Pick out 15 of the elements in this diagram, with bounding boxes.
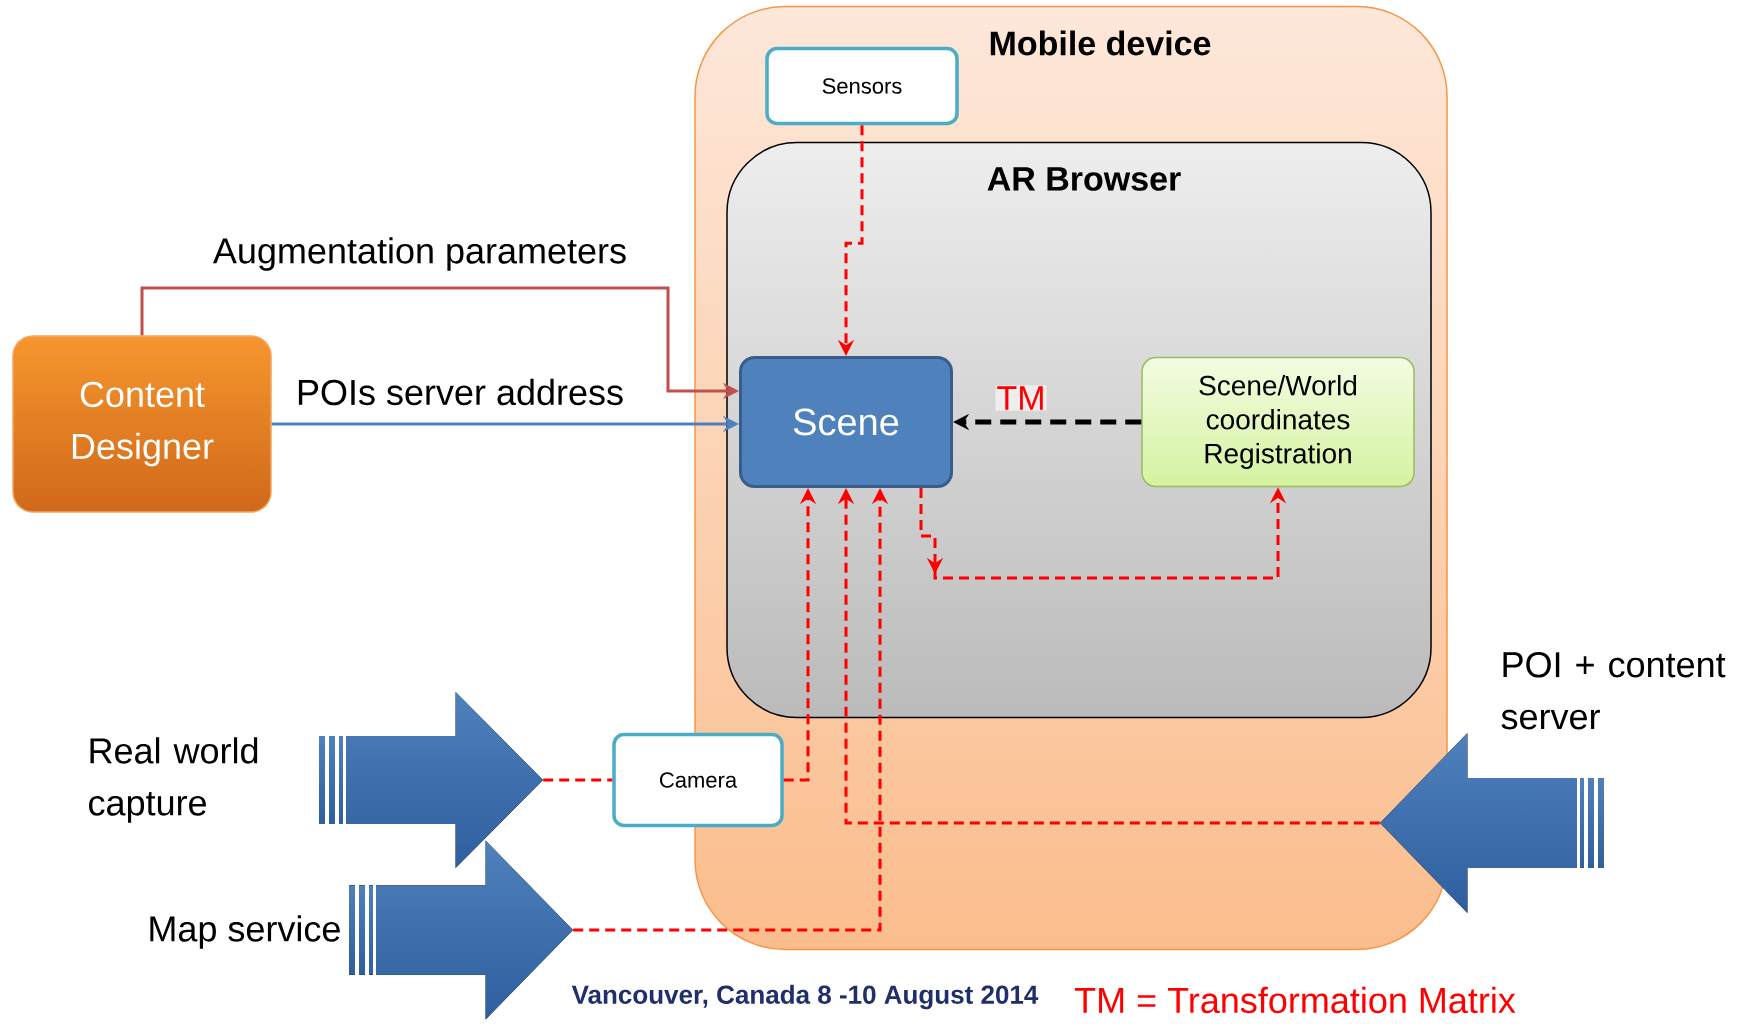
edge-label: POIs server address (294, 377, 626, 407)
arrow-caption: Real world capture (89, 737, 258, 823)
component-box: Sensors (765, 46, 959, 126)
edge-label: TM (995, 385, 1047, 411)
note-text: TM = Transformation Matrix (1074, 986, 1516, 1014)
edge-label: Augmentation parameters (211, 236, 629, 272)
process-box: Content Designer (12, 335, 272, 513)
panel-title: AR Browser (987, 167, 1181, 191)
process-box: Scene/World coordinates Registration (1141, 356, 1415, 488)
component-box: Camera (612, 732, 784, 828)
panel-title: Mobile device (990, 30, 1211, 56)
process-box: Scene (739, 356, 953, 488)
arrow-caption: POI + content server (1501, 652, 1726, 730)
arrow-caption: Map service (150, 915, 340, 949)
footer-text: Vancouver, Canada 8 -10 August 2014 (571, 984, 1039, 1010)
